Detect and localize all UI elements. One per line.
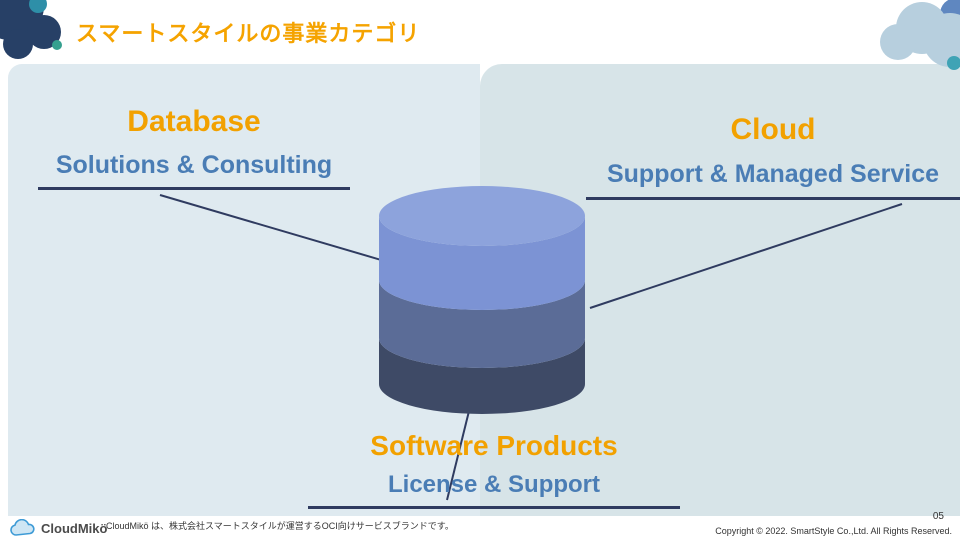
- cloudmiko-logo: CloudMikö: [10, 519, 107, 537]
- category-underline: [308, 505, 680, 509]
- category-title: Cloud: [730, 113, 816, 146]
- page-number: 05: [932, 511, 944, 522]
- category-title: Database: [127, 105, 261, 138]
- cloud-decoration-top-left-icon: [0, 0, 62, 59]
- category-subtitle: Solutions & Consulting: [55, 150, 333, 179]
- category-database: Database Solutions & Consulting: [38, 105, 350, 191]
- category-cloud: Cloud Support & Managed Service: [586, 113, 960, 201]
- category-title: Software Products: [370, 430, 618, 461]
- page-title: スマートスタイルの事業カテゴリ: [76, 21, 421, 46]
- cloudmiko-cloud-icon: [10, 519, 35, 536]
- copyright-text: Copyright © 2022. SmartStyle Co.,Ltd. Al…: [715, 526, 952, 536]
- cloud-decoration-top-right-icon: [880, 0, 960, 70]
- category-subtitle: Support & Managed Service: [606, 159, 940, 188]
- footer-note: CloudMikö は、株式会社スマートスタイルが運営するOCI向けサービスブラ…: [106, 521, 454, 531]
- category-software-products: Software Products License & Support: [308, 430, 680, 509]
- category-underline: [586, 197, 960, 201]
- category-subtitle: License & Support: [387, 471, 601, 499]
- cloudmiko-logo-text: CloudMikö: [41, 520, 108, 536]
- category-underline: [38, 187, 350, 191]
- database-cylinder-icon: [379, 186, 585, 414]
